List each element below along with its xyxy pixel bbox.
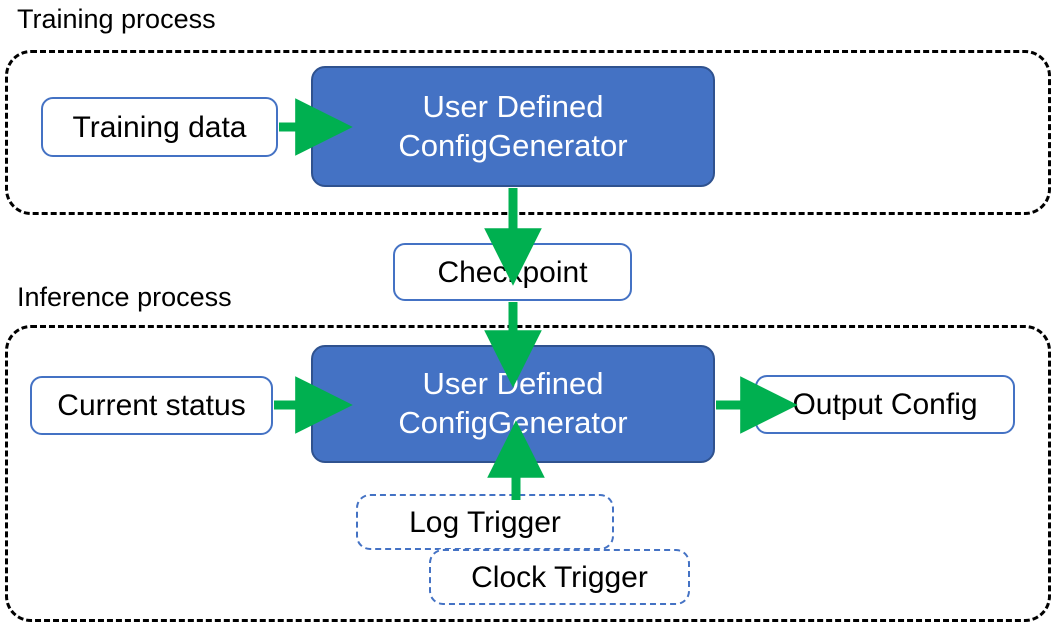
node-clock-trigger[interactable]: Clock Trigger	[429, 549, 690, 605]
training-process-container	[5, 50, 1051, 215]
node-training-config-generator-line2: ConfigGenerator	[398, 127, 628, 163]
node-log-trigger[interactable]: Log Trigger	[356, 494, 614, 550]
node-output-config[interactable]: Output Config	[755, 375, 1015, 434]
node-current-status[interactable]: Current status	[30, 376, 273, 435]
node-inference-config-generator-line1: User Defined	[422, 366, 604, 402]
inference-process-label: Inference process	[17, 282, 232, 312]
node-training-config-generator-line1: User Defined	[422, 88, 604, 124]
node-inference-config-generator[interactable]: User Defined ConfigGenerator	[311, 345, 715, 463]
training-process-label: Training process	[17, 4, 216, 34]
node-training-config-generator[interactable]: User Defined ConfigGenerator	[311, 66, 715, 187]
node-checkpoint[interactable]: Checkpoint	[393, 243, 632, 301]
inference-process-container	[5, 325, 1051, 622]
node-inference-config-generator-line2: ConfigGenerator	[398, 405, 628, 440]
node-training-data[interactable]: Training data	[41, 97, 278, 157]
